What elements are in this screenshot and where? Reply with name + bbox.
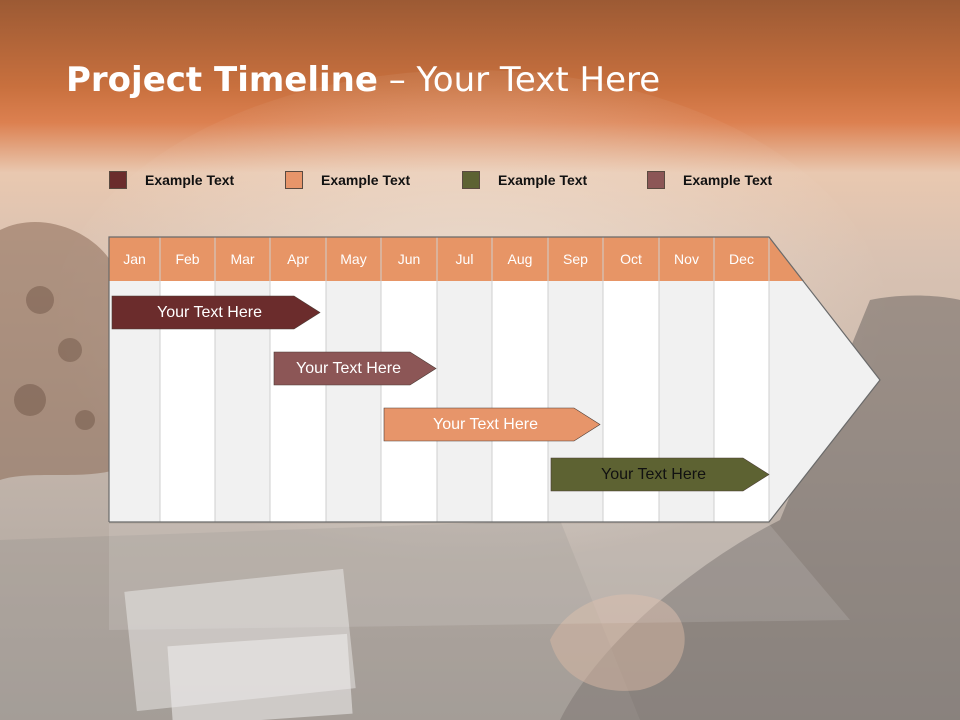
month-label: Mar (230, 251, 255, 267)
month-column (326, 281, 381, 522)
month-label: Apr (287, 251, 309, 267)
title-rest: Your Text Here (416, 60, 661, 100)
legend-swatch (109, 171, 127, 189)
task-label: Your Text Here (157, 303, 262, 321)
month-label: Sep (563, 251, 588, 267)
task-arrow (111, 295, 321, 330)
month-header-cell (714, 237, 769, 281)
task-arrow (550, 457, 770, 492)
month-header-cell (381, 237, 437, 281)
title-bold: Project Timeline (66, 60, 378, 100)
legend-label: Example Text (683, 172, 773, 188)
month-label: Nov (674, 251, 699, 267)
month-label: Aug (507, 251, 533, 267)
month-header-cell (109, 237, 160, 281)
month-label: Jan (123, 251, 146, 267)
month-label: Oct (620, 251, 642, 267)
month-label: Feb (175, 251, 200, 267)
legend-swatch (647, 171, 665, 189)
legend-label: Example Text (321, 172, 411, 188)
task-arrow (383, 407, 601, 442)
month-header-cell (603, 237, 659, 281)
month-header-cell (160, 237, 215, 281)
legend-item: Example Text (462, 170, 587, 190)
legend-swatch (462, 171, 480, 189)
legend-item: Example Text (647, 170, 772, 190)
month-header-cell (492, 237, 548, 281)
page-title: Project Timeline – Your Text Here (66, 60, 660, 100)
month-column (381, 281, 437, 522)
timeline-outline (108, 236, 881, 523)
month-label: Dec (729, 251, 754, 267)
month-column (492, 281, 548, 522)
timeline-reflection (109, 524, 850, 630)
month-header-cell (659, 237, 714, 281)
month-header-cell (548, 237, 603, 281)
month-header-cell (437, 237, 492, 281)
title-separator: – (388, 60, 406, 100)
legend-item: Example Text (285, 170, 410, 190)
month-label: Jul (455, 251, 474, 267)
month-label: May (340, 251, 367, 267)
month-column (437, 281, 492, 522)
legend-swatch (285, 171, 303, 189)
task-label: Your Text Here (433, 415, 538, 433)
legend-item: Example Text (109, 170, 234, 190)
month-header-cell (215, 237, 270, 281)
month-header-cell (326, 237, 381, 281)
legend-label: Example Text (498, 172, 588, 188)
task-label: Your Text Here (601, 465, 706, 483)
month-label: Jun (397, 251, 421, 267)
timeline-arrow-body (769, 281, 880, 522)
task-label: Your Text Here (296, 359, 401, 377)
month-header-cell (270, 237, 326, 281)
task-arrow (273, 351, 437, 386)
legend-label: Example Text (145, 172, 235, 188)
